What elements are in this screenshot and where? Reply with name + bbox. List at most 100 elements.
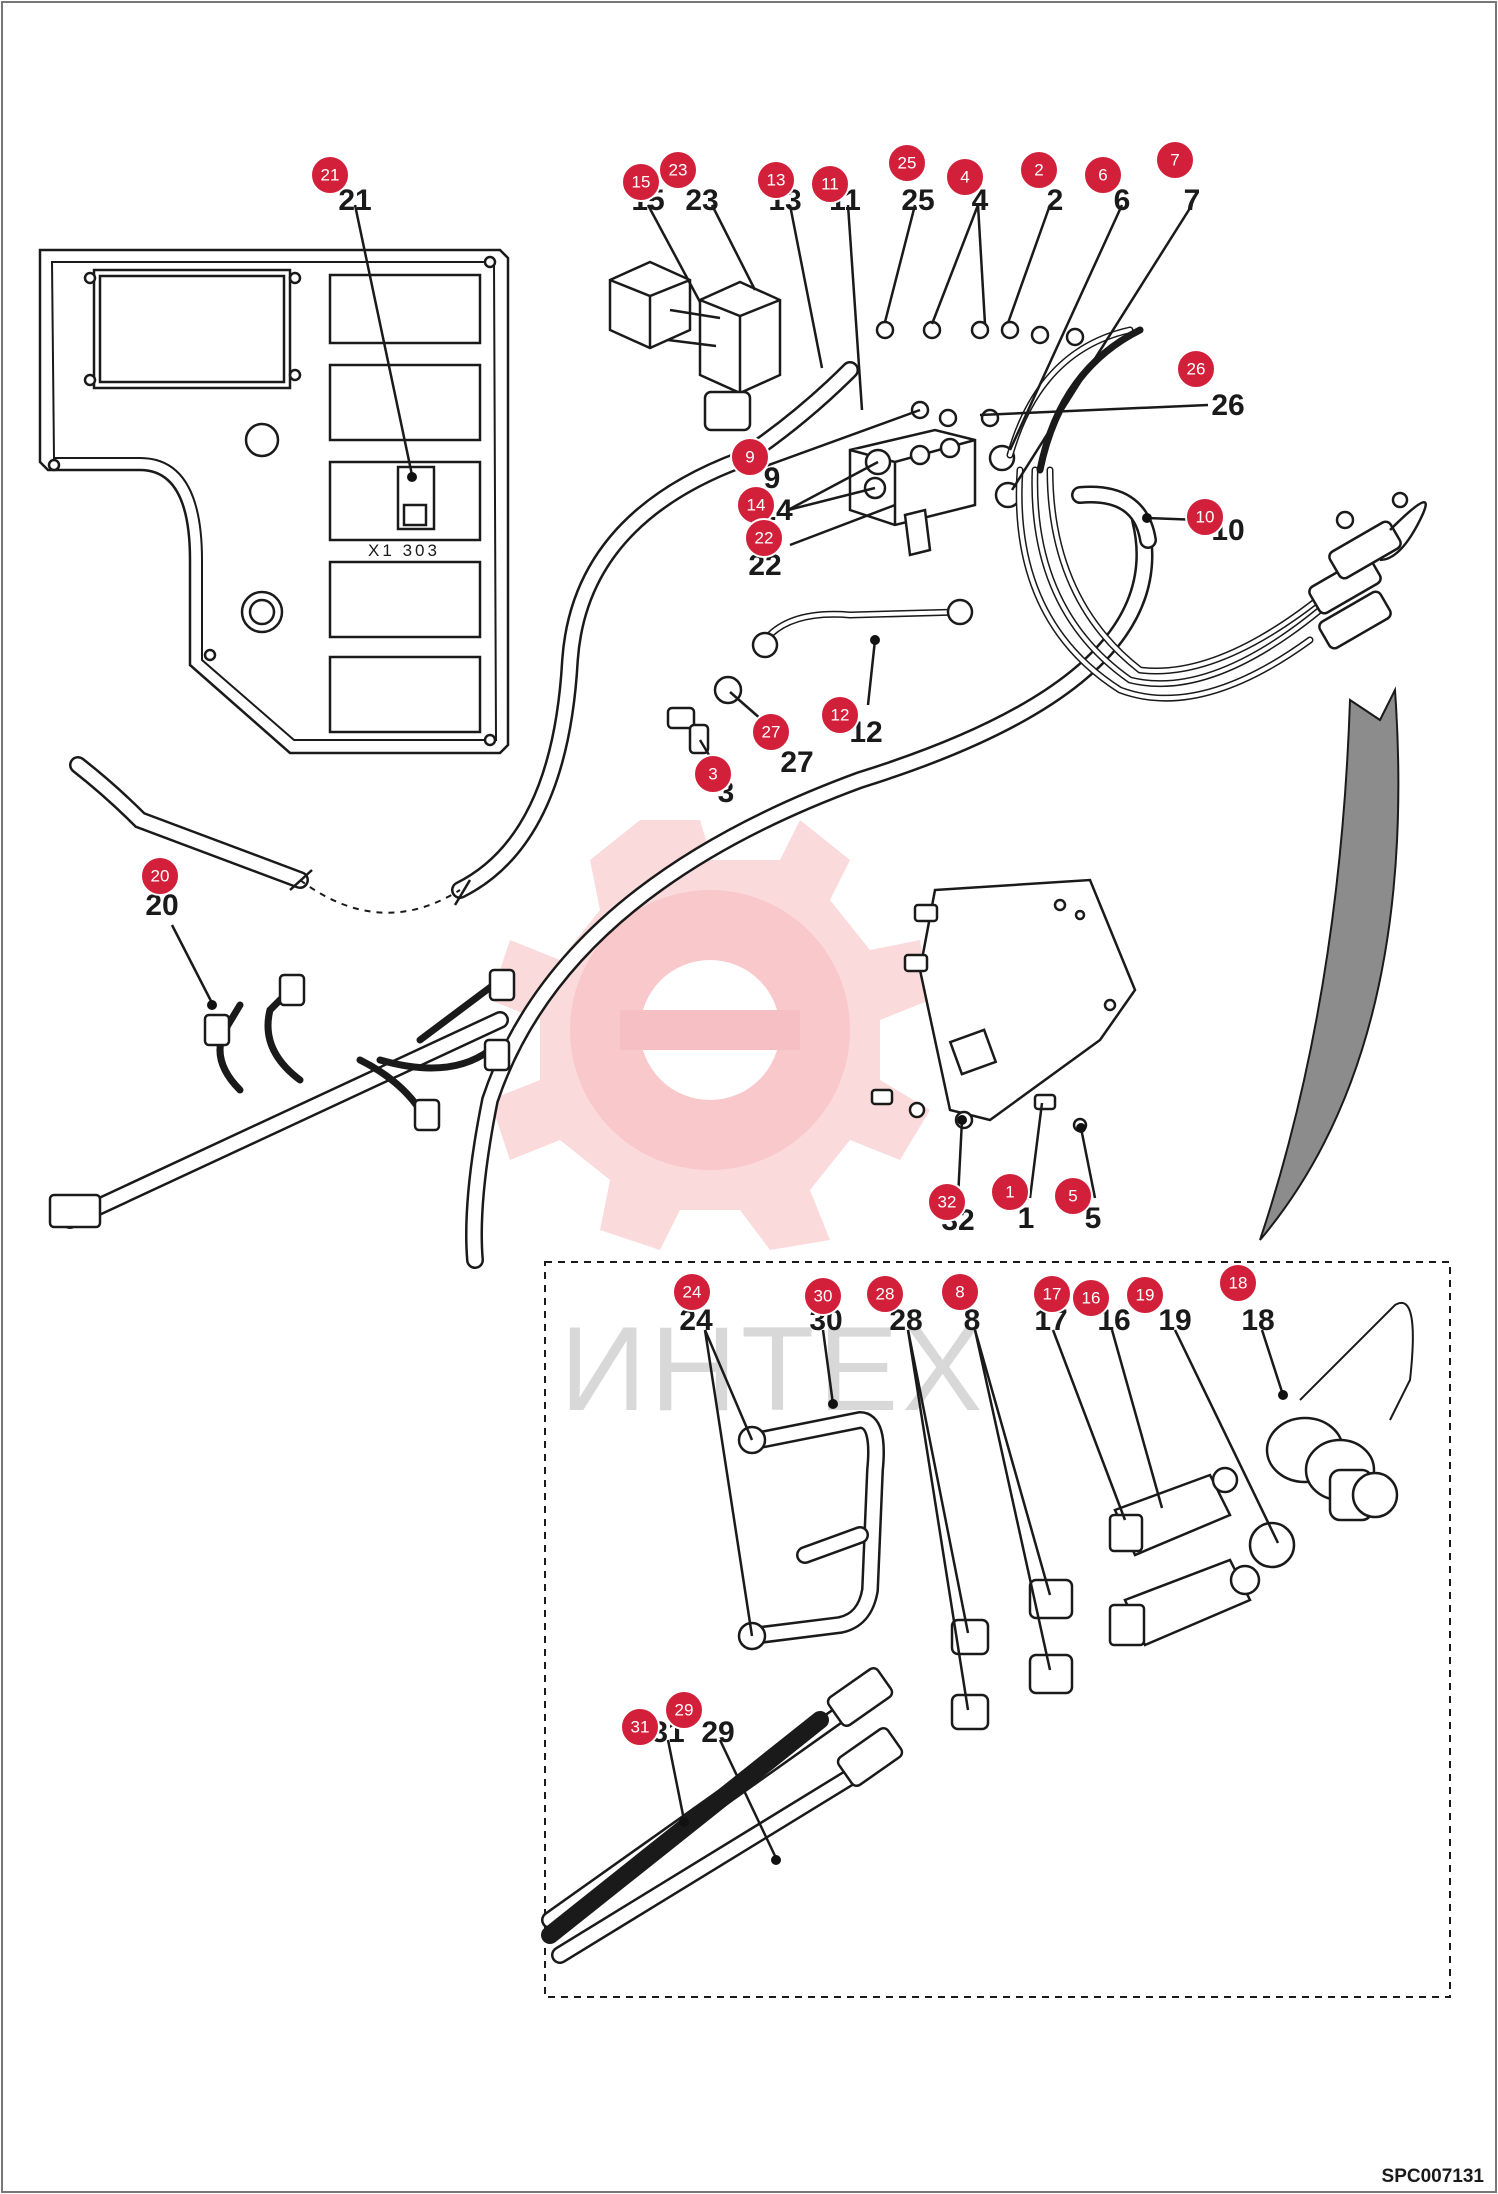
callout-29[interactable]: 29 [664,1690,704,1730]
part-label-6: 6 [1114,184,1131,217]
callout-number: 24 [683,1283,702,1302]
callout-badge [887,143,927,183]
callout-number: 14 [747,496,766,515]
callout-19[interactable]: 19 [1125,1275,1165,1315]
callout-number: 15 [632,173,651,192]
callout-badge [940,1272,980,1312]
callout-30[interactable]: 30 [803,1276,843,1316]
callout-12[interactable]: 12 [820,695,860,735]
part-label-5: 5 [1085,1202,1102,1235]
callout-number: 29 [675,1701,694,1720]
leader-lines [170,204,1285,1859]
callout-number: 26 [1187,360,1206,379]
callout-number: 16 [1082,1289,1101,1308]
callout-10[interactable]: 10 [1185,497,1225,537]
callout-badge [730,437,770,477]
callout-9[interactable]: 9 [730,437,770,477]
callout-number: 22 [755,529,774,548]
part-label-18: 18 [1241,1304,1274,1337]
callout-badge [803,1276,843,1316]
callout-number: 17 [1043,1285,1062,1304]
callout-badge [945,157,985,197]
callout-number: 20 [151,867,170,886]
callout-20[interactable]: 20 [140,856,180,896]
callout-number: 32 [938,1193,957,1212]
callout-17[interactable]: 17 [1032,1274,1072,1314]
callout-8[interactable]: 8 [940,1272,980,1312]
callout-number: 12 [831,706,850,725]
part-label-7: 7 [1184,184,1201,217]
callout-badge [1032,1274,1072,1314]
callout-32[interactable]: 32 [927,1182,967,1222]
callout-5[interactable]: 5 [1053,1176,1093,1216]
leader-dots [207,472,1288,1865]
callout-2[interactable]: 2 [1019,150,1059,190]
detail-parts [541,1302,1414,1964]
callout-26[interactable]: 26 [1176,349,1216,389]
callout-badge [1083,155,1123,195]
callout-21[interactable]: 21 [310,155,350,195]
callout-31[interactable]: 31 [620,1707,660,1747]
callout-badge [1176,349,1216,389]
callout-25[interactable]: 25 [887,143,927,183]
callout-badge [744,518,784,558]
callout-number: 11 [821,175,839,194]
callout-6[interactable]: 6 [1083,155,1123,195]
callout-number: 6 [1098,166,1107,185]
callout-16[interactable]: 16 [1071,1278,1111,1318]
callout-badge [310,155,350,195]
callout-7[interactable]: 7 [1155,140,1195,180]
valve-block [848,320,1085,557]
callout-badge [1053,1176,1093,1216]
part-label-21: 21 [338,184,371,217]
callout-number: 27 [762,723,781,742]
callout-1[interactable]: 1 [990,1172,1030,1212]
callout-badge [693,754,733,794]
callout-11[interactable]: 11 [810,164,850,204]
callout-badge [810,164,850,204]
callout-badge [1218,1263,1258,1303]
callout-27[interactable]: 27 [751,712,791,752]
callout-number: 4 [960,168,969,187]
callout-18[interactable]: 18 [1218,1263,1258,1303]
fittings [666,675,743,755]
callout-badge [658,150,698,190]
callout-badge [672,1272,712,1312]
callout-number: 8 [955,1283,964,1302]
callout-14[interactable]: 14 [736,485,776,525]
callout-number: 13 [767,171,786,190]
callout-3[interactable]: 3 [693,754,733,794]
callout-number: 28 [876,1285,895,1304]
callout-number: 3 [708,765,717,784]
callout-number: 21 [321,166,340,185]
callout-24[interactable]: 24 [672,1272,712,1312]
part-label-25: 25 [901,184,934,217]
part-label-26: 26 [1211,389,1244,422]
callout-13[interactable]: 13 [756,160,796,200]
watermark-text: ИНТЕХ [560,1302,986,1436]
callout-number: 5 [1068,1187,1077,1206]
part-callouts: 1234567891011121314151617181920212223242… [140,140,1258,1747]
part-label-23: 23 [685,184,718,217]
callout-badge [1019,150,1059,190]
callout-badge [621,162,661,202]
callout-badge [1185,497,1225,537]
part-label-9: 9 [764,462,781,495]
callout-15[interactable]: 15 [621,162,661,202]
callout-badge [664,1690,704,1730]
callout-badge [1071,1278,1111,1318]
callout-23[interactable]: 23 [658,150,698,190]
part-label-2: 2 [1047,184,1064,217]
hose-lines [451,326,1334,1269]
callout-28[interactable]: 28 [865,1274,905,1314]
connector-label: X1 303 [368,541,440,560]
part-label-19: 19 [1158,1304,1191,1337]
mounting-bracket [870,878,1137,1133]
coupler-group-top [1308,491,1427,650]
callout-number: 9 [745,448,754,467]
callout-number: 31 [631,1718,650,1737]
callout-22[interactable]: 22 [744,518,784,558]
callout-4[interactable]: 4 [945,157,985,197]
callout-badge [620,1707,660,1747]
